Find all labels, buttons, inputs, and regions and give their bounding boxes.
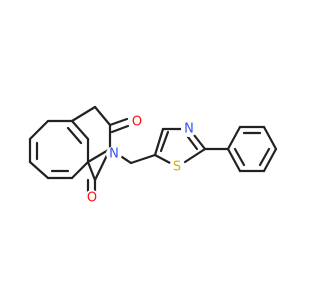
bond [153, 127, 165, 157]
bond [262, 125, 278, 151]
atom-label: S [173, 160, 181, 175]
bond [93, 105, 112, 127]
bond [28, 119, 50, 141]
bond [66, 126, 83, 145]
bond [70, 160, 90, 180]
bond [86, 160, 97, 182]
oxygen-atom-top: O [129, 114, 145, 130]
nitrogen-atom-lactam: N [106, 146, 122, 162]
bond [159, 130, 170, 153]
atom-label: O [132, 115, 142, 130]
atom-label: N [184, 122, 194, 137]
atom-label: O [87, 191, 97, 206]
bond [192, 133, 207, 151]
bond [110, 124, 130, 134]
bond [226, 147, 242, 173]
atom-layer: O O N N S [84, 114, 197, 206]
nitrogen-atom-thiazole: N [181, 121, 197, 137]
oxygen-atom-bottom: O [84, 190, 100, 206]
bond [108, 117, 129, 127]
bond [226, 125, 242, 151]
molecule-diagram: O O N N S [28, 105, 278, 206]
bond [70, 105, 97, 123]
atom-label: N [109, 147, 119, 162]
bond [262, 147, 278, 173]
bond-layer [28, 105, 278, 195]
bond [183, 147, 207, 164]
bond [86, 147, 112, 164]
sulfur-atom-thiazole: S [169, 159, 185, 175]
bond [186, 135, 199, 151]
bond [153, 153, 172, 165]
bond [129, 153, 157, 165]
bond [258, 147, 271, 167]
bond [28, 160, 50, 180]
bond [70, 119, 90, 141]
bond [233, 147, 246, 167]
